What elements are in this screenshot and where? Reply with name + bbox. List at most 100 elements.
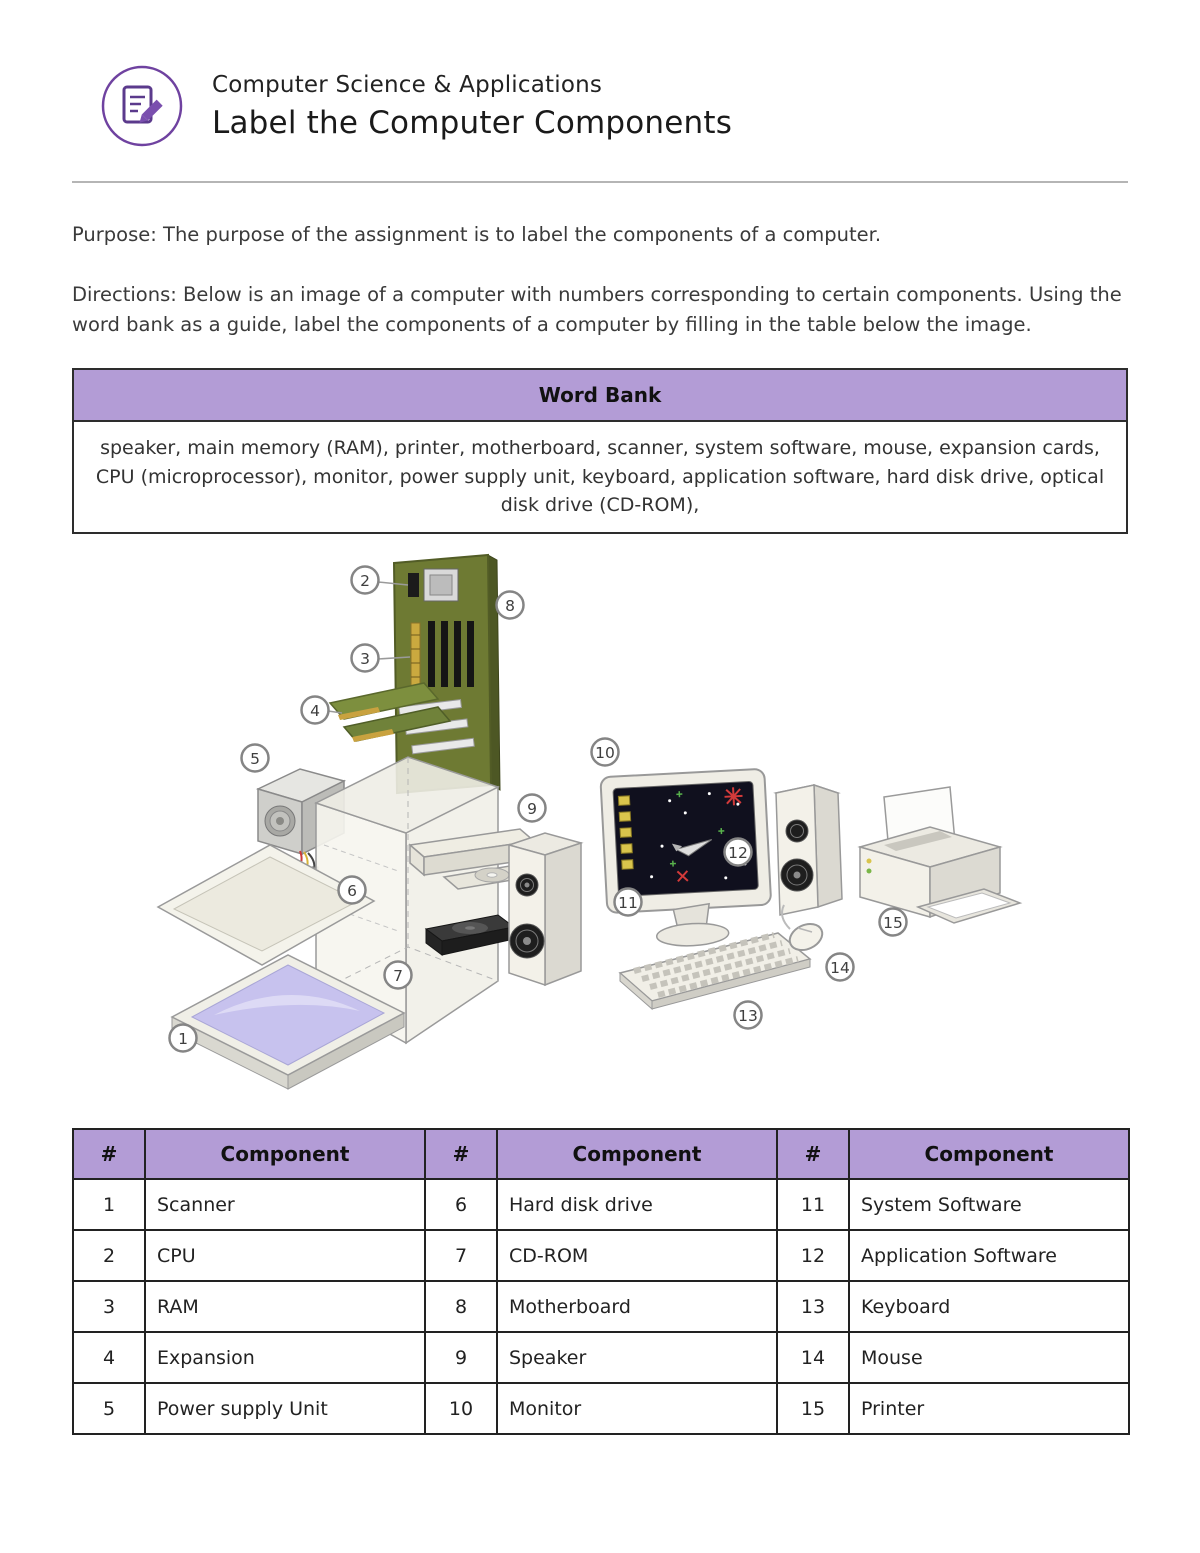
callout-7: 7	[383, 960, 413, 990]
callout-9: 9	[517, 793, 547, 823]
component-cell: Hard disk drive	[496, 1178, 778, 1231]
svg-text:10: 10	[595, 744, 615, 762]
component-cell: RAM	[144, 1280, 426, 1333]
col-header-component: Component	[848, 1128, 1130, 1180]
word-bank-items: speaker, main memory (RAM), printer, mot…	[95, 437, 1105, 516]
purpose-paragraph: Purpose: The purpose of the assignment i…	[72, 220, 1128, 250]
svg-text:7: 7	[393, 967, 403, 985]
component-cell: Mouse	[848, 1331, 1130, 1384]
callout-12: 12	[723, 837, 753, 867]
screen-targets	[669, 791, 725, 867]
screen-stars	[650, 792, 747, 880]
callout-10: 10	[590, 737, 620, 767]
purpose-text: The purpose of the assignment is to labe…	[156, 223, 882, 246]
svg-text:14: 14	[830, 959, 850, 977]
callout-1: 1	[168, 1023, 198, 1053]
component-cell: Monitor	[496, 1382, 778, 1435]
component-cell: Application Software	[848, 1229, 1130, 1282]
component-cell: Printer	[848, 1382, 1130, 1435]
svg-text:1: 1	[178, 1030, 188, 1048]
table-row: 5 Power supply Unit 10 Monitor 15 Printe…	[72, 1382, 1130, 1435]
word-bank: Word Bank speaker, main memory (RAM), pr…	[72, 368, 1128, 534]
header-text: Computer Science & Applications Label th…	[212, 72, 732, 141]
purpose-label: Purpose:	[72, 223, 157, 246]
header-divider	[72, 181, 1128, 183]
row-number: 15	[776, 1382, 850, 1435]
table-row: 4 Expansion 9 Speaker 14 Mouse	[72, 1331, 1130, 1384]
svg-text:4: 4	[310, 702, 320, 720]
component-cell: Keyboard	[848, 1280, 1130, 1333]
row-number: 11	[776, 1178, 850, 1231]
row-number: 4	[72, 1331, 146, 1384]
component-cell: CD-ROM	[496, 1229, 778, 1282]
svg-text:5: 5	[250, 750, 260, 768]
doc-header: Computer Science & Applications Label th…	[100, 64, 732, 148]
answer-table-header-row: # Component # Component # Component	[72, 1128, 1130, 1180]
row-number: 14	[776, 1331, 850, 1384]
svg-text:6: 6	[347, 882, 357, 900]
component-cell: Expansion	[144, 1331, 426, 1384]
expansion-cards-illustration	[328, 682, 452, 742]
col-header-component: Component	[496, 1128, 778, 1180]
motherboard-illustration	[392, 553, 501, 795]
svg-text:8: 8	[505, 597, 515, 615]
callout-3: 3	[350, 643, 380, 673]
component-cell: System Software	[848, 1178, 1130, 1231]
component-cell: Scanner	[144, 1178, 426, 1231]
row-number: 7	[424, 1229, 498, 1282]
word-bank-title: Word Bank	[74, 370, 1126, 422]
course-name: Computer Science & Applications	[212, 71, 603, 98]
row-number: 10	[424, 1382, 498, 1435]
table-row: 2 CPU 7 CD-ROM 12 Application Software	[72, 1229, 1130, 1282]
screen-explosion	[676, 787, 743, 883]
callout-4: 4	[300, 695, 330, 725]
screen-icons	[617, 795, 634, 870]
page-title: Label the Computer Components	[212, 104, 733, 141]
speaker-right-illustration	[773, 783, 843, 916]
row-number: 5	[72, 1382, 146, 1435]
table-row: 3 RAM 8 Motherboard 13 Keyboard	[72, 1280, 1130, 1333]
component-cell: Power supply Unit	[144, 1382, 426, 1435]
svg-text:13: 13	[738, 1007, 758, 1025]
screen-spaceship	[671, 839, 713, 857]
directions-label: Directions:	[72, 283, 177, 306]
mouse-illustration	[781, 904, 824, 952]
scanner-illustration	[156, 844, 406, 1090]
component-cell: Motherboard	[496, 1280, 778, 1333]
monitor-illustration	[599, 768, 772, 947]
row-number: 12	[776, 1229, 850, 1282]
svg-text:9: 9	[527, 800, 537, 818]
hard-disk-illustration	[424, 914, 516, 956]
assignment-edit-icon	[100, 64, 184, 148]
callout-8: 8	[495, 590, 525, 620]
directions-paragraph: Directions: Below is an image of a compu…	[72, 280, 1128, 340]
col-header-component: Component	[144, 1128, 426, 1180]
row-number: 6	[424, 1178, 498, 1231]
svg-text:15: 15	[883, 914, 903, 932]
table-row: 1 Scanner 6 Hard disk drive 11 System So…	[72, 1178, 1130, 1231]
component-cell: Speaker	[496, 1331, 778, 1384]
svg-text:3: 3	[360, 650, 370, 668]
printer-illustration	[857, 786, 1023, 924]
directions-text: Below is an image of a computer with num…	[72, 283, 1122, 337]
row-number: 3	[72, 1280, 146, 1333]
row-number: 9	[424, 1331, 498, 1384]
callout-6: 6	[337, 875, 367, 905]
col-header-number: #	[424, 1128, 498, 1180]
col-header-number: #	[776, 1128, 850, 1180]
answer-table: # Component # Component # Component 1 Sc…	[72, 1128, 1130, 1435]
col-header-number: #	[72, 1128, 146, 1180]
component-cell: CPU	[144, 1229, 426, 1282]
speaker-left-illustration	[506, 832, 584, 987]
svg-text:2: 2	[360, 572, 370, 590]
callout-2: 2	[350, 565, 380, 595]
row-number: 8	[424, 1280, 498, 1333]
callout-leaders	[327, 581, 411, 714]
keyboard-illustration	[618, 932, 812, 1011]
row-number: 2	[72, 1229, 146, 1282]
svg-text:11: 11	[618, 894, 638, 912]
row-number: 13	[776, 1280, 850, 1333]
callout-11: 11	[613, 887, 643, 917]
callout-14: 14	[825, 952, 855, 982]
callout-15: 15	[878, 907, 908, 937]
